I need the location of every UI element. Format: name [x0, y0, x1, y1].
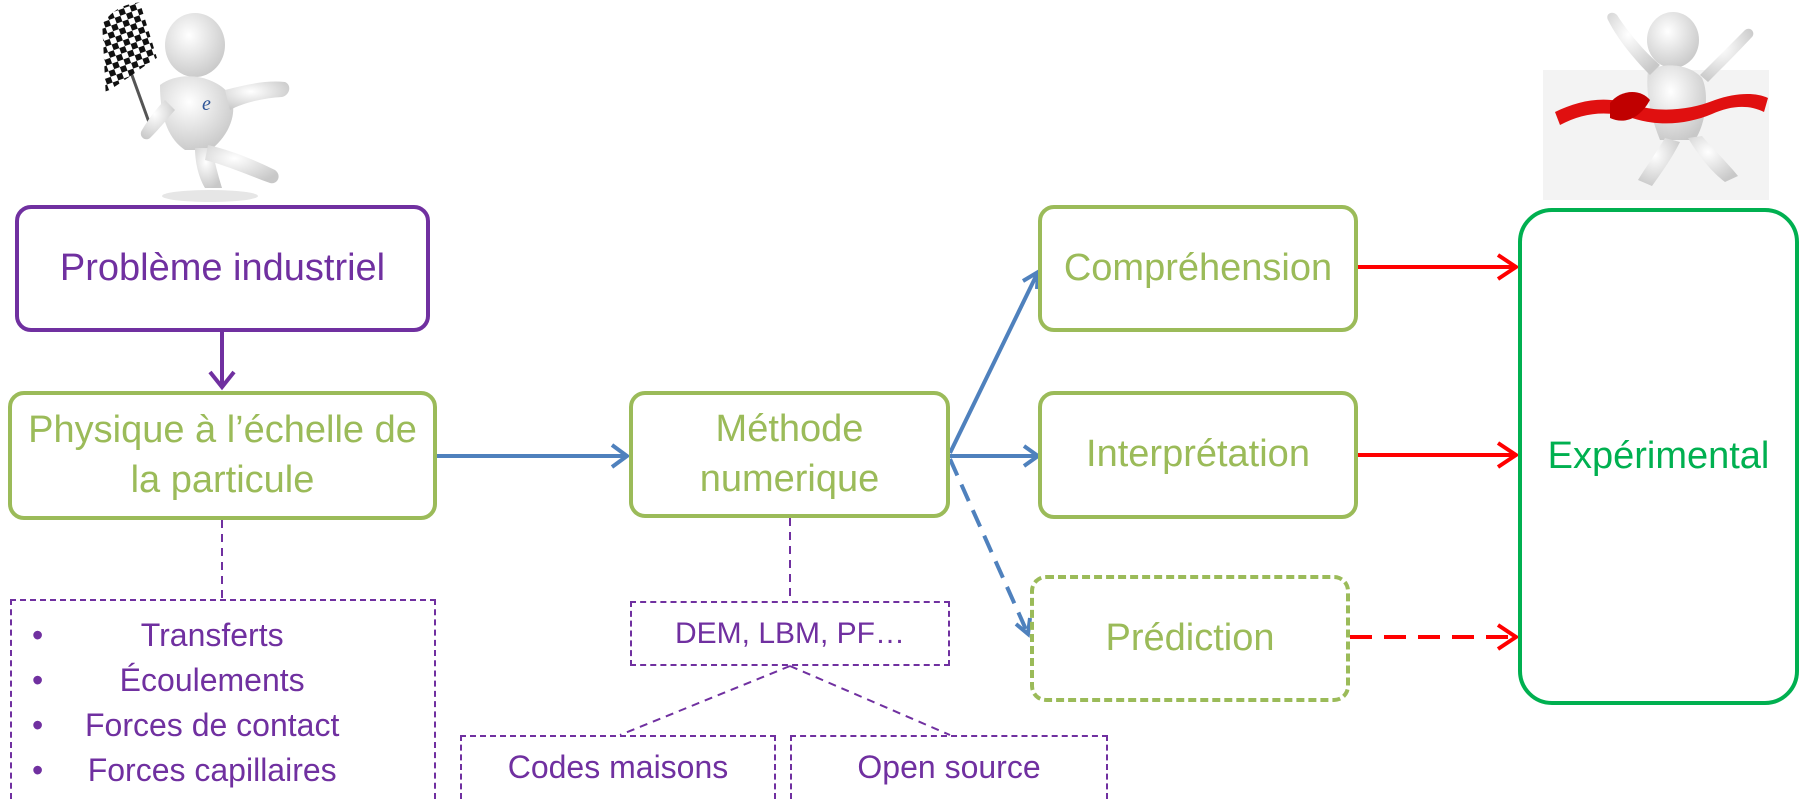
- link-methods-to-codes: [619, 665, 791, 736]
- link-methods-to-opensource: [789, 665, 951, 736]
- experimental-box: Expérimental: [1518, 208, 1799, 705]
- arrowhead-method-to-prediction: [1014, 617, 1032, 638]
- physics-label: Physique à l’échelle de la particule: [28, 409, 417, 501]
- open-source-box: Open source: [790, 735, 1108, 799]
- starter-figure-with-checkered-flag: e: [102, 2, 290, 202]
- physics-box: Physique à l’échelle de la particule: [8, 391, 437, 520]
- understanding-box: Compréhension: [1038, 205, 1358, 332]
- problem-label: Problème industriel: [59, 246, 386, 289]
- topic-item: Écoulements: [12, 658, 339, 703]
- methods-list-box: DEM, LBM, PF…: [630, 601, 950, 666]
- arrowhead-interpretation-to-experimental: [1496, 441, 1520, 469]
- topic-item: Forces de contact: [12, 703, 339, 748]
- arrowhead-understanding-to-experimental: [1496, 253, 1520, 281]
- open-source-label: Open source: [857, 749, 1041, 786]
- arrow-method-to-understanding: [948, 271, 1040, 454]
- understanding-label: Compréhension: [1063, 246, 1333, 289]
- prediction-label: Prédiction: [1105, 616, 1275, 659]
- arrowhead-physics-to-method: [610, 443, 631, 469]
- topic-item: Forces capillaires: [12, 748, 339, 793]
- interpretation-label: Interprétation: [1086, 433, 1310, 476]
- in-house-codes-box: Codes maisons: [460, 735, 776, 799]
- methods-list-label: DEM, LBM, PF…: [674, 617, 906, 650]
- arrowhead-problem-to-physics: [208, 370, 236, 391]
- problem-box: Problème industriel: [15, 205, 430, 332]
- experimental-label: Expérimental: [1547, 434, 1770, 477]
- arrowhead-prediction-to-experimental: [1496, 623, 1520, 651]
- physics-topics-list: Transferts Écoulements Forces de contact…: [12, 613, 339, 793]
- prediction-box: Prédiction: [1030, 575, 1350, 702]
- physics-topics-box: Transferts Écoulements Forces de contact…: [10, 599, 436, 799]
- runner-crossing-finish-ribbon: [1543, 12, 1769, 200]
- method-label: Méthode numerique: [699, 408, 880, 500]
- method-box: Méthode numerique: [629, 391, 950, 518]
- svg-text:e: e: [202, 93, 211, 115]
- arrow-method-to-prediction: [948, 458, 1030, 635]
- in-house-codes-label: Codes maisons: [507, 749, 729, 786]
- interpretation-box: Interprétation: [1038, 391, 1358, 519]
- topic-item: Transferts: [12, 613, 339, 658]
